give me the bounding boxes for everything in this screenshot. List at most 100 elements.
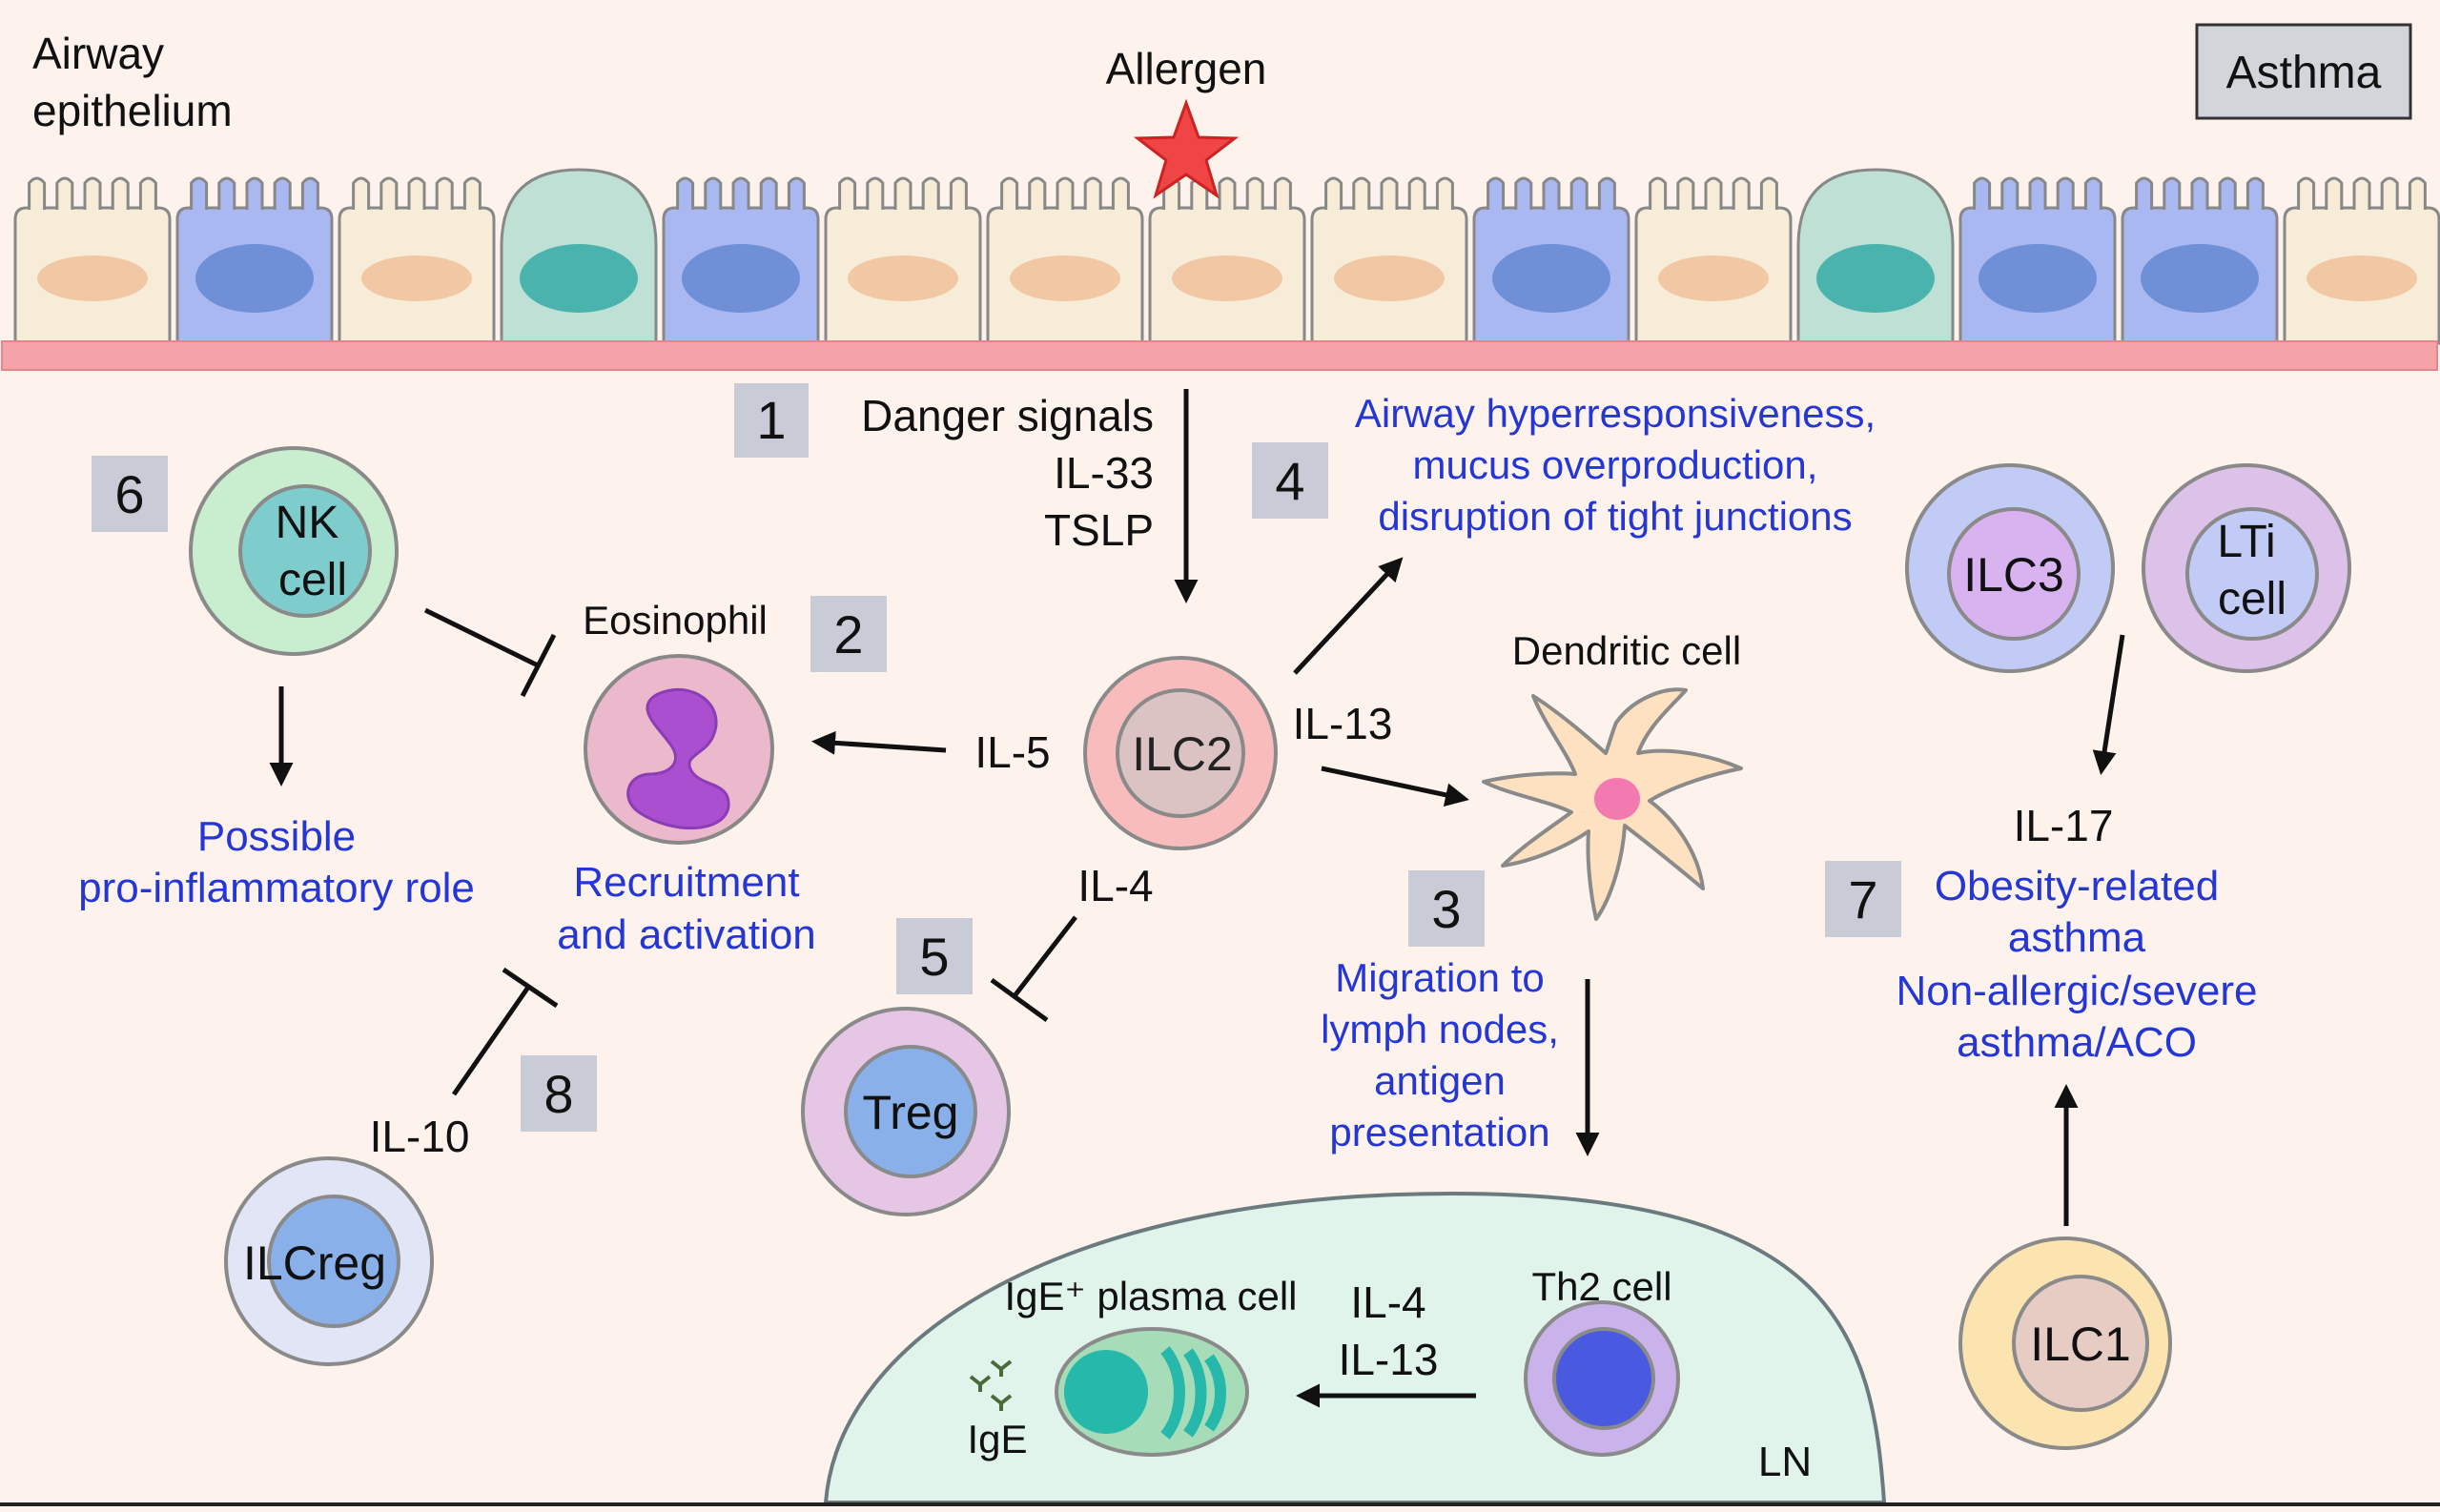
migration-line4: presentation [1329,1110,1549,1154]
svg-text:6: 6 [114,464,144,524]
ige-label: IgE [967,1417,1027,1461]
ilc3-label: ILC3 [1963,548,2064,602]
epithelial-cell [13,176,172,345]
eosinophil-nucleus [626,687,730,829]
epithelial-cell [2121,176,2279,345]
ilc1-label: ILC1 [2030,1318,2131,1371]
tslp-label: TSLP [1044,505,1154,555]
arrow-il5-to-eosinophil [811,730,947,755]
nk-label-line2: cell [278,555,347,605]
ln-label: LN [1758,1439,1812,1485]
plasma-cell-label: IgE⁺ plasma cell [1005,1274,1298,1318]
treg-label: Treg [863,1086,959,1139]
svg-text:3: 3 [1431,879,1461,939]
allergen-label: Allergen [1106,44,1267,93]
eosinophil-label: Eosinophil [583,598,768,643]
epithelial-cell [175,176,334,345]
allergen-star-icon [1133,98,1240,199]
svg-text:8: 8 [543,1064,573,1124]
epithelium-label-line2: epithelium [32,86,233,135]
th2-cell [1524,1300,1680,1457]
il5-label: IL-5 [974,727,1050,777]
dendritic-cell [1482,687,1743,921]
plasma-cell [1055,1327,1249,1457]
dendritic-label: Dendritic cell [1512,628,1741,673]
ilc3-role-line2: asthma [2008,914,2146,961]
step-box-8: 8 [521,1055,597,1132]
ilc3-role-line1: Obesity-related [1935,863,2219,909]
lti-cell: LTi cell [2142,463,2351,673]
arrow-il13-to-dendritic [1321,766,1469,807]
il13-label: IL-13 [1293,699,1393,748]
ilc3-role-line4: asthma/ACO [1957,1019,2197,1066]
step-box-3: 3 [1408,870,1485,947]
svg-text:7: 7 [1848,869,1877,930]
arrow-ilc2-to-airway-effects [1293,557,1404,675]
migration-line1: Migration to [1335,955,1544,1000]
ilc2-cell: ILC2 [1083,656,1278,850]
ilc3-role-line3: Non-allergic/severe [1896,968,2257,1014]
il17-label: IL-17 [2014,801,2114,850]
ln-il4-label: IL-4 [1350,1277,1425,1327]
epithelial-cell [2283,176,2440,345]
svg-text:4: 4 [1275,451,1304,511]
ilcreg-label: ILCreg [243,1236,386,1290]
inhibit-il10-to-eosinophil [451,967,559,1096]
step-box-4: 4 [1252,442,1328,519]
step-box-1: 1 [734,383,809,458]
epithelial-cell [500,168,658,345]
arrow-ilc3-to-il17 [2092,634,2125,775]
inhibit-nk-to-eosinophil [423,607,557,698]
epithelial-cell [1310,176,1468,345]
eos-role-line1: Recruitment [573,859,799,906]
ln-il13-label: IL-13 [1339,1335,1439,1384]
ilcreg-cell: ILCreg [224,1156,434,1366]
step-box-5: 5 [896,918,973,994]
eosinophil-cell [584,654,774,845]
migration-line3: antigen [1374,1058,1506,1103]
epithelial-cell [662,176,820,345]
nk-label-line1: NK [276,498,339,548]
epithelial-cell [1796,168,1955,345]
inhibit-il4-to-treg [990,915,1077,1023]
airway-epithelium [13,168,2440,345]
epithelial-cell [1148,176,1306,345]
ilc1-cell: ILC1 [1958,1236,2172,1450]
airway-effect-line1: Airway hyperresponsiveness, [1355,391,1876,436]
svg-text:1: 1 [756,390,786,450]
epithelial-cell [824,176,982,345]
il10-label: IL-10 [370,1112,470,1161]
airway-effect-line3: disruption of tight junctions [1378,494,1852,539]
eos-role-line2: and activation [557,911,816,958]
epithelial-cell [1634,176,1793,345]
svg-text:5: 5 [919,927,949,987]
svg-text:2: 2 [833,604,863,664]
treg-cell: Treg [801,1007,1011,1216]
step-box-6: 6 [92,456,168,532]
airway-effect-line2: mucus overproduction, [1413,442,1818,487]
epithelial-cell [986,176,1144,345]
epithelial-cell [1472,176,1630,345]
nk-role-line2: pro-inflammatory role [78,865,475,911]
ilc2-label: ILC2 [1132,727,1233,781]
step-box-2: 2 [810,596,887,672]
epithelial-cell [338,176,496,345]
migration-line2: lymph nodes, [1321,1007,1559,1052]
step-box-7: 7 [1825,861,1901,937]
basement-membrane [1,340,2438,371]
lti-label-line1: LTi [2217,517,2275,567]
nk-role-line1: Possible [197,813,356,860]
danger-signals-label: Danger signals [861,391,1154,440]
epithelium-label-line1: Airway [32,29,164,78]
lti-label-line2: cell [2218,574,2286,624]
ige-antibody-icon [969,1359,1013,1411]
nk-cell: NK cell [189,446,399,656]
asthma-title-box [2195,23,2412,120]
asthma-title: Asthma [2226,48,2382,98]
il33-label: IL-33 [1054,448,1154,498]
ilc3-cell: ILC3 [1905,463,2115,673]
epithelial-cell [1958,176,2117,345]
il4-label: IL-4 [1077,861,1153,910]
